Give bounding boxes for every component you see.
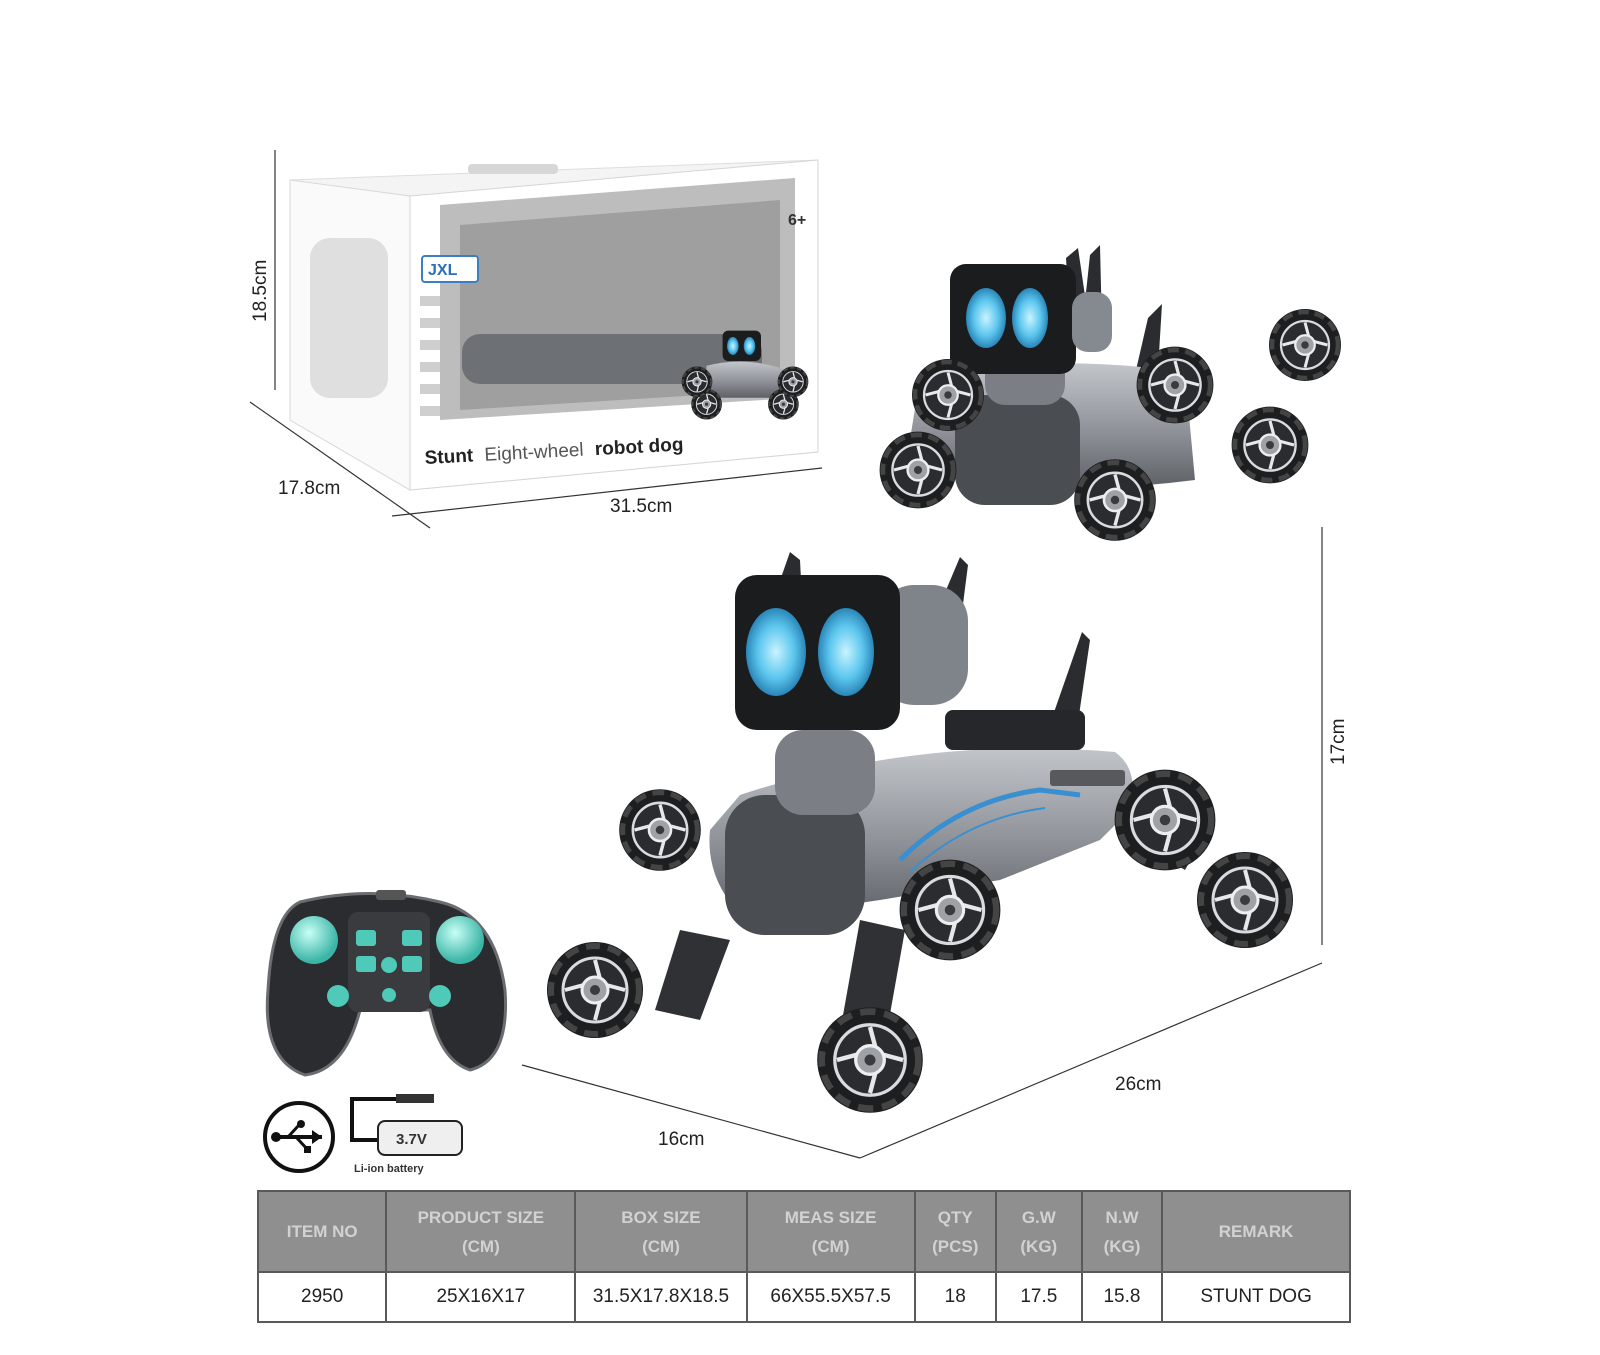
cell-remark: STUNT DOG	[1161, 1271, 1351, 1323]
box-title: Stunt Eight-wheel robot dog	[424, 434, 684, 469]
cell-item-no: 2950	[256, 1271, 388, 1323]
cell-qty: 18	[913, 1271, 997, 1323]
product-dimensions	[521, 527, 1323, 1159]
usb-icon	[263, 1101, 335, 1173]
cell-box-size: 31.5X17.8X18.5	[574, 1271, 748, 1323]
box-height-label: 18.5cm	[250, 260, 271, 322]
cell-net-weight: 15.8	[1080, 1271, 1164, 1323]
header-gross-weight: G.W(KG)	[994, 1190, 1083, 1273]
cell-meas-size: 66X55.5X57.5	[745, 1271, 916, 1323]
cell-gross-weight: 17.5	[994, 1271, 1083, 1323]
brand-logo: JXL	[421, 255, 479, 283]
cell-product-size: 25X16X17	[385, 1271, 577, 1323]
header-meas-size: MEAS SIZE(CM)	[745, 1190, 916, 1273]
box-dimensions	[249, 150, 823, 529]
age-mark: 6+	[788, 212, 806, 229]
spec-table-header: ITEM NO PRODUCT SIZE(CM) BOX SIZE(CM) ME…	[256, 1190, 1351, 1273]
header-qty: QTY(PCS)	[913, 1190, 997, 1273]
header-remark: REMARK	[1161, 1190, 1351, 1273]
box-depth-label: 17.8cm	[278, 478, 340, 499]
svg-text:Li-ion battery: Li-ion battery	[354, 1163, 425, 1175]
spec-table: ITEM NO PRODUCT SIZE(CM) BOX SIZE(CM) ME…	[256, 1190, 1351, 1323]
robot-dog-main	[547, 552, 1293, 1113]
header-product-size: PRODUCT SIZE(CM)	[385, 1190, 577, 1273]
robot-dog-side-view	[880, 245, 1341, 541]
remote-controller	[265, 890, 508, 1077]
product-width-label: 16cm	[658, 1129, 704, 1150]
product-length-label: 26cm	[1115, 1074, 1161, 1095]
header-item-no: ITEM NO	[256, 1190, 388, 1273]
header-box-size: BOX SIZE(CM)	[574, 1190, 748, 1273]
package-box: JXL 6+ Stunt Eight-wheel robot dog	[289, 159, 819, 491]
table-row: 2950 25X16X17 31.5X17.8X18.5 66X55.5X57.…	[256, 1271, 1351, 1323]
box-width-label: 31.5cm	[610, 496, 672, 517]
battery-icon: 3.7V Li-ion battery	[350, 1094, 463, 1175]
header-net-weight: N.W(KG)	[1080, 1190, 1164, 1273]
product-height-label: 17cm	[1328, 719, 1349, 765]
svg-text:3.7V: 3.7V	[396, 1131, 427, 1148]
svg-text:JXL: JXL	[428, 262, 458, 279]
